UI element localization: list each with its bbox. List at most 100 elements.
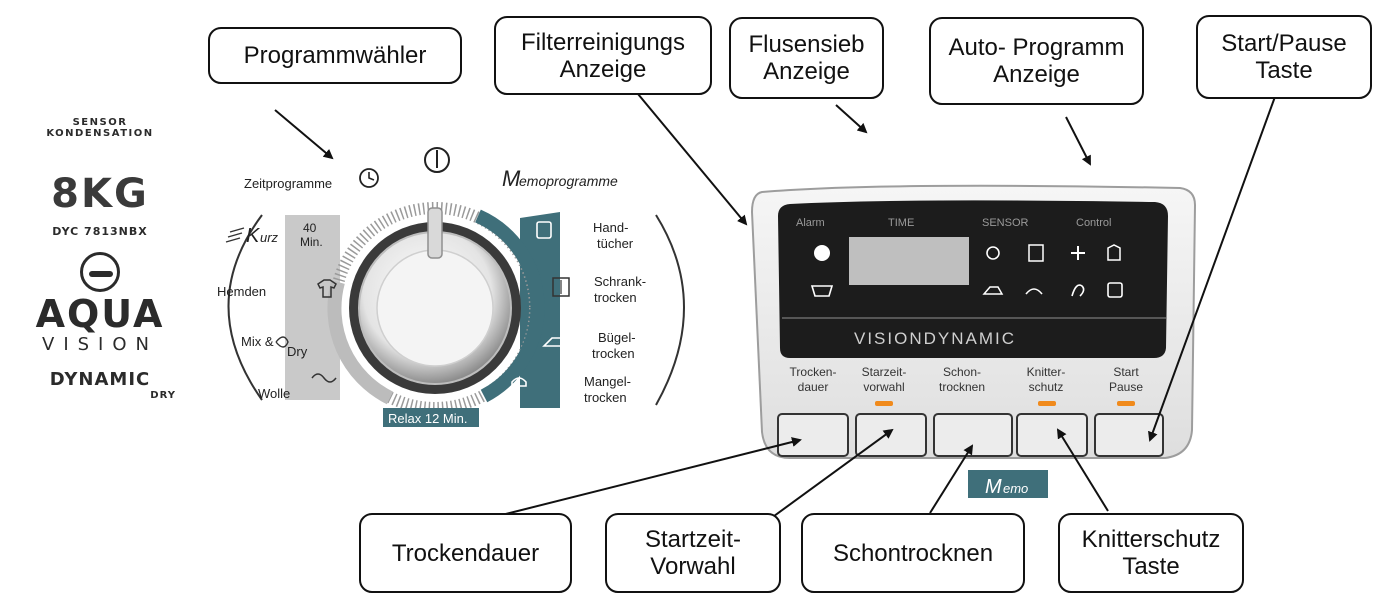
teal-ring-arc bbox=[475, 209, 545, 403]
arrow-filterreinigung bbox=[637, 93, 748, 226]
callout-auto-programm-line2: Anzeige bbox=[993, 61, 1080, 88]
globe-icon bbox=[814, 245, 830, 261]
callout-flusensieb: Flusensieb Anzeige bbox=[729, 17, 884, 99]
aquavision-logo-icon bbox=[80, 252, 120, 292]
label-hand-1: Hand- bbox=[593, 220, 628, 235]
label-schrank-2: trocken bbox=[594, 290, 637, 305]
brand-dry: DRY bbox=[150, 390, 176, 401]
label-schrank-1: Schrank- bbox=[594, 274, 646, 289]
relax-badge bbox=[383, 408, 479, 427]
label-mix: Mix & bbox=[241, 334, 274, 349]
callout-start-pause-line2: Taste bbox=[1255, 57, 1313, 84]
memo-tab bbox=[968, 470, 1048, 498]
gray-band bbox=[285, 215, 340, 400]
button-label-trockendauer-2: dauer bbox=[798, 380, 829, 394]
shirt-icon bbox=[317, 279, 337, 298]
brand-vision: VISION bbox=[42, 334, 158, 355]
left-bracket bbox=[227, 214, 263, 401]
label-kurz-time-1: 40 bbox=[303, 221, 317, 235]
arrow-flusensieb bbox=[835, 104, 868, 134]
clock-icon-hands bbox=[368, 172, 375, 181]
memo-tab-rest: emo bbox=[1003, 481, 1028, 496]
arrow-startzeit bbox=[758, 428, 894, 528]
callout-flusensieb-line2: Anzeige bbox=[763, 58, 850, 85]
callout-programmwaehler: Programmwähler bbox=[208, 27, 462, 84]
clock-icon bbox=[359, 168, 379, 188]
program-selector-dial: Zeitprogramme M emoprogramme K urz 40 Mi… bbox=[217, 147, 685, 427]
callout-auto-programm: Auto- Programm Anzeige bbox=[929, 17, 1144, 105]
display-sensor: SENSOR bbox=[982, 217, 1029, 229]
led-startzeit bbox=[875, 401, 893, 406]
control-panel: Alarm TIME SENSOR Control VISIONDYNAMIC … bbox=[750, 184, 1197, 498]
sun-icon bbox=[986, 246, 1000, 260]
label-dry: Dry bbox=[287, 344, 308, 359]
towel-icon bbox=[536, 221, 552, 239]
callout-filterreinigung-line1: Filterreinigungs bbox=[520, 28, 686, 56]
memo-tab-m: M bbox=[985, 476, 1002, 498]
arrow-start-pause bbox=[1148, 93, 1277, 442]
callout-auto-programm-line1: Auto- Programm bbox=[948, 34, 1125, 61]
cupboard-icon bbox=[552, 277, 570, 297]
label-memo-m: M bbox=[502, 166, 521, 191]
callout-knitterschutz-line1: Knitterschutz bbox=[1081, 526, 1221, 553]
led-knitterschutz bbox=[1038, 401, 1056, 406]
callout-startzeit-line2: Vorwahl bbox=[650, 553, 736, 580]
shirt-display-icon bbox=[1107, 244, 1121, 261]
callout-start-pause: Start/Pause Taste bbox=[1196, 15, 1372, 99]
crease-display-icon bbox=[1071, 284, 1085, 297]
filter-icon bbox=[810, 285, 834, 297]
dial-pointer bbox=[427, 207, 443, 259]
callout-schontrocknen: Schontrocknen bbox=[801, 513, 1025, 593]
label-relax: Relax 12 Min. bbox=[388, 411, 467, 426]
button-label-schon-2: trocknen bbox=[939, 380, 985, 394]
callout-startzeit-line1: Startzeit- bbox=[644, 526, 742, 553]
brand-capacity: 8KG bbox=[51, 171, 149, 217]
brand-kondensation: KONDENSATION bbox=[46, 128, 154, 139]
quick-icon bbox=[225, 227, 245, 243]
arrow-schontrocknen bbox=[929, 444, 974, 514]
label-hemden: Hemden bbox=[217, 284, 266, 299]
label-memoprogramme: emoprogramme bbox=[519, 173, 618, 189]
callout-arrows bbox=[274, 93, 1277, 528]
button-label-knitter-2: schutz bbox=[1029, 380, 1064, 394]
label-kurz-k: K bbox=[246, 225, 261, 247]
wool-icon bbox=[311, 373, 337, 383]
brand-sensor: SENSOR bbox=[72, 117, 128, 128]
label-buegel-1: Bügel- bbox=[598, 330, 636, 345]
callout-knitterschutz-line2: Taste bbox=[1122, 553, 1180, 580]
cupboard-display-icon bbox=[1028, 244, 1044, 262]
mixdry-icon bbox=[275, 336, 289, 348]
callout-trockendauer: Trockendauer bbox=[359, 513, 572, 593]
button-label-startzeit-2: vorwahl bbox=[863, 380, 904, 394]
label-kurz: urz bbox=[260, 230, 279, 245]
memo-display-icon bbox=[1107, 282, 1123, 298]
brand-dynamic: DYNAMIC bbox=[49, 369, 151, 390]
mangle-icon bbox=[511, 377, 527, 387]
button-trockendauer[interactable] bbox=[777, 413, 849, 457]
brand-model: DYC 7813NBX bbox=[52, 225, 148, 238]
button-start-pause[interactable] bbox=[1094, 413, 1164, 457]
power-icon bbox=[424, 147, 450, 173]
button-knitterschutz[interactable] bbox=[1016, 413, 1088, 457]
arrow-programmwaehler bbox=[274, 109, 334, 160]
callout-trockendauer-text: Trockendauer bbox=[391, 539, 540, 567]
button-label-start-1: Start bbox=[1113, 365, 1139, 379]
arrow-trockendauer bbox=[453, 437, 802, 528]
fan-icon bbox=[1071, 246, 1085, 260]
button-label-schon-1: Schon- bbox=[943, 365, 981, 379]
button-schontrocknen[interactable] bbox=[933, 413, 1013, 457]
label-mangel-2: trocken bbox=[584, 390, 627, 405]
button-label-start-2: Pause bbox=[1109, 380, 1143, 394]
label-kurz-time-2: Min. bbox=[300, 235, 323, 249]
right-bracket bbox=[655, 214, 685, 406]
dial-knob-face bbox=[376, 249, 494, 367]
callout-start-pause-line1: Start/Pause bbox=[1221, 30, 1347, 57]
button-label-startzeit-1: Starzeit- bbox=[862, 365, 907, 379]
display-control: Control bbox=[1076, 217, 1111, 229]
iron-display-icon bbox=[982, 286, 1004, 295]
label-mangel-1: Mangel- bbox=[584, 374, 631, 389]
label-zeitprogramme: Zeitprogramme bbox=[244, 176, 332, 191]
display-alarm: Alarm bbox=[796, 217, 825, 229]
callout-schontrocknen-text: Schontrocknen bbox=[832, 539, 994, 567]
